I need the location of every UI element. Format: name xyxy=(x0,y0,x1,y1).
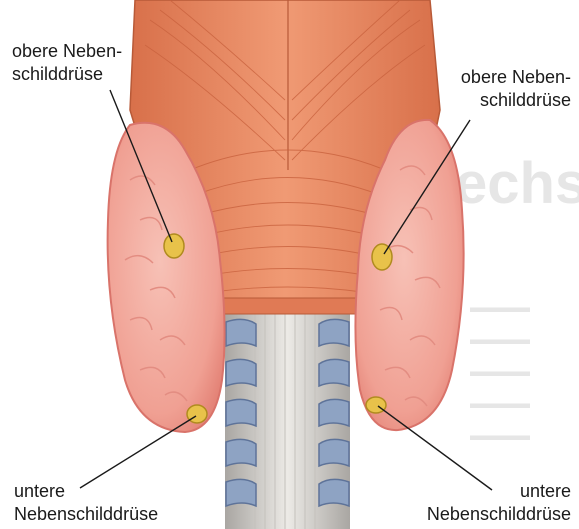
label-upper-right-line2: schilddrüse xyxy=(461,89,571,112)
parathyroid-upper-left xyxy=(164,234,184,258)
leader-line-lower-right xyxy=(378,406,492,490)
label-lower-left-line2: Nebenschilddrüse xyxy=(14,503,158,526)
label-lower-right-line1: untere xyxy=(427,480,571,503)
leader-line-lower-left xyxy=(80,416,196,488)
label-lower-right: untere Nebenschilddrüse xyxy=(427,480,571,526)
label-lower-left-line1: untere xyxy=(14,480,158,503)
label-lower-right-line2: Nebenschilddrüse xyxy=(427,503,571,526)
label-upper-right-line1: obere Neben- xyxy=(461,66,571,89)
label-upper-right: obere Neben- schilddrüse xyxy=(461,66,571,112)
parathyroid-upper-right xyxy=(372,244,392,270)
label-upper-left-line2: schilddrüse xyxy=(12,63,122,86)
label-upper-left-line1: obere Neben- xyxy=(12,40,122,63)
label-lower-left: untere Nebenschilddrüse xyxy=(14,480,158,526)
parathyroid-lower-right xyxy=(366,397,386,413)
trachea xyxy=(225,310,350,529)
label-upper-left: obere Neben- schilddrüse xyxy=(12,40,122,86)
